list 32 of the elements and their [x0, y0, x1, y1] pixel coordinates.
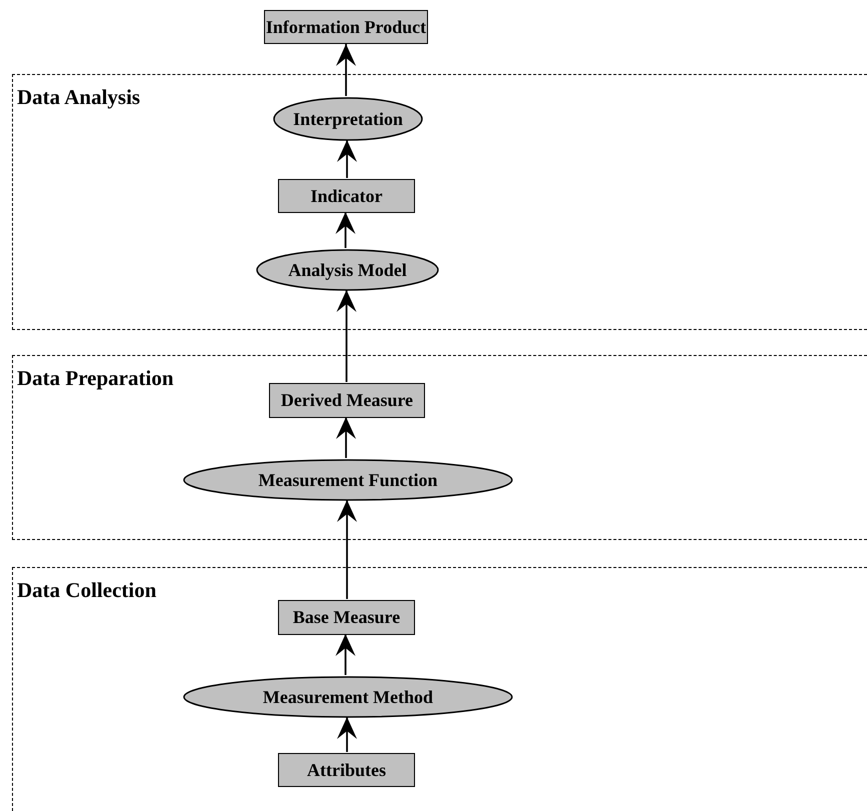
arrow: [336, 634, 356, 675]
artifact-box: [278, 753, 415, 787]
region-title: Data Analysis: [17, 85, 140, 109]
node-label: Indicator: [310, 186, 382, 206]
node-label: Interpretation: [293, 108, 403, 130]
arrow: [336, 290, 356, 382]
artifact-box: [278, 600, 415, 635]
node-label: Attributes: [307, 760, 386, 780]
arrow: [337, 140, 357, 178]
artifact-box: [269, 383, 425, 418]
arrow: [336, 212, 356, 248]
arrow: [337, 500, 357, 599]
arrow: [337, 717, 357, 752]
artifact-box: [264, 10, 428, 44]
node-label: Base Measure: [292, 607, 400, 628]
arrow: [336, 417, 356, 458]
node-label: Measurement Method: [262, 686, 434, 708]
node-label: Analysis Model: [288, 260, 407, 280]
region-title: Data Collection: [17, 578, 156, 602]
artifact-box: [278, 179, 415, 213]
process-ellipse: [273, 97, 423, 141]
stage-region: [12, 355, 867, 540]
node-label: Derived Measure: [280, 390, 414, 411]
process-ellipse: [256, 249, 439, 291]
stage-region: [12, 567, 867, 811]
node-label: Measurement Function: [258, 470, 438, 490]
process-ellipse: [183, 459, 513, 501]
region-title: Data Preparation: [17, 366, 174, 390]
arrow: [336, 44, 356, 96]
node-label: Information Product: [266, 16, 426, 38]
process-ellipse: [183, 676, 513, 718]
stage-region: [12, 74, 867, 330]
